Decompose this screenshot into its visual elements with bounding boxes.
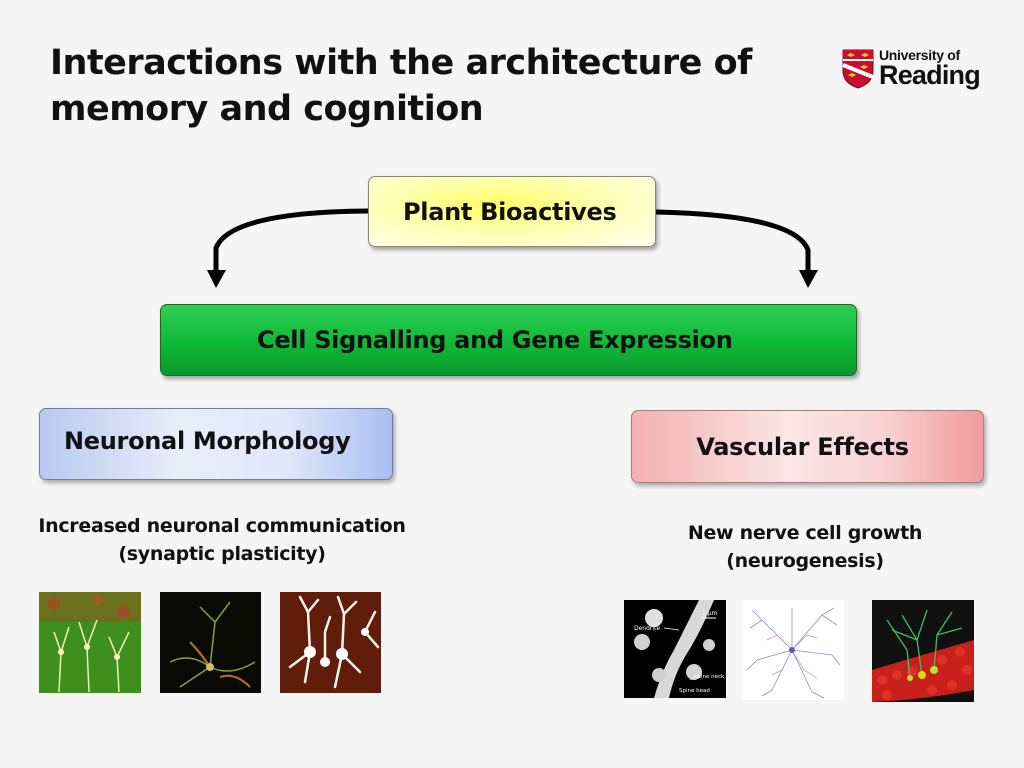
slide-title-line-2: memory and cognition xyxy=(50,89,484,129)
neuron-tracing-image xyxy=(742,600,844,700)
vascular-effects-box: Vascular Effects xyxy=(631,410,984,483)
spine-neck-label: Spine neck xyxy=(694,674,725,680)
spine-head-label: Spine head xyxy=(679,688,710,694)
spine-scale-label: 1 μm xyxy=(702,610,718,617)
slide-title-line-1: Interactions with the architecture of xyxy=(50,43,752,83)
synaptic-plasticity-caption: Increased neuronal communication (synapt… xyxy=(30,512,414,568)
neuronal-morphology-box: Neuronal Morphology xyxy=(39,408,393,480)
neuronal-morphology-label: Neuronal Morphology xyxy=(64,427,351,455)
vascular-effects-label: Vascular Effects xyxy=(696,432,909,461)
plant-bioactives-box: Plant Bioactives xyxy=(368,176,656,247)
plant-bioactives-label: Plant Bioactives xyxy=(403,197,617,226)
right-caption-line-1: New nerve cell growth xyxy=(687,522,923,544)
pyramidal-neurons-image xyxy=(280,592,381,693)
crest-icon xyxy=(842,49,874,89)
green-neurons-image xyxy=(39,592,141,693)
left-arrow-head xyxy=(207,270,226,288)
left-caption-line-1: Increased neuronal communication xyxy=(38,515,406,537)
left-arrow xyxy=(213,208,369,272)
right-arrow-head xyxy=(799,270,818,288)
spine-dendrite-label: Dendrite xyxy=(634,625,660,632)
logo-line-1: University of xyxy=(879,47,960,63)
dendritic-spine-image: 1 μm Dendrite Spine neck Spine head xyxy=(624,600,726,698)
right-arrow xyxy=(655,209,811,272)
neurogenesis-image xyxy=(872,600,974,702)
slide-title: Interactions with the architecture of me… xyxy=(50,40,770,132)
university-logo: University of Reading xyxy=(842,47,981,95)
cell-signalling-label: Cell Signalling and Gene Expression xyxy=(257,326,733,354)
logo-line-2: Reading xyxy=(879,60,981,90)
single-neuron-image xyxy=(160,592,261,693)
left-caption-line-2: (synaptic plasticity) xyxy=(118,543,326,565)
neurogenesis-caption: New nerve cell growth (neurogenesis) xyxy=(660,519,950,575)
cell-signalling-box: Cell Signalling and Gene Expression xyxy=(160,304,857,376)
right-caption-line-2: (neurogenesis) xyxy=(726,550,884,572)
